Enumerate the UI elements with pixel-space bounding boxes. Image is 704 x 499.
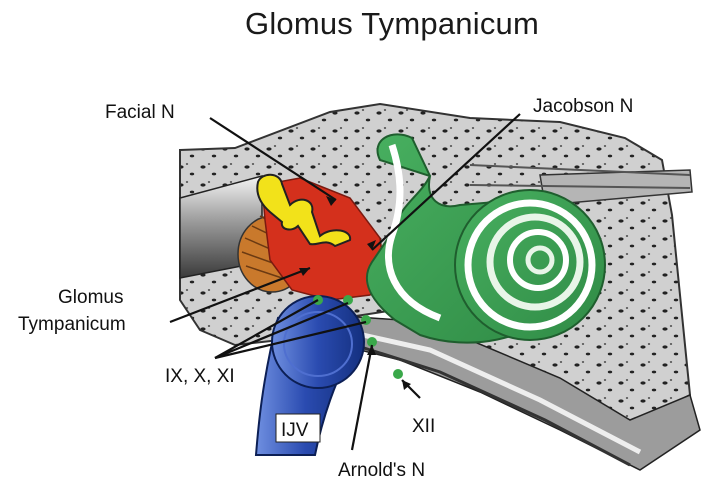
glomus-label-line1: Glomus (58, 287, 123, 308)
ix-x-xi-label: IX, X, XI (165, 366, 235, 387)
glomus-label-line2: Tympanicum (18, 314, 126, 335)
ijv-label: IJV (281, 420, 309, 441)
xii-label: XII (412, 416, 435, 437)
facial-n-label: Facial N (105, 102, 175, 123)
jacobson-n-label: Jacobson N (533, 96, 633, 117)
nerve-dot-xii (393, 369, 403, 379)
arnolds-n-label: Arnold's N (338, 460, 425, 481)
